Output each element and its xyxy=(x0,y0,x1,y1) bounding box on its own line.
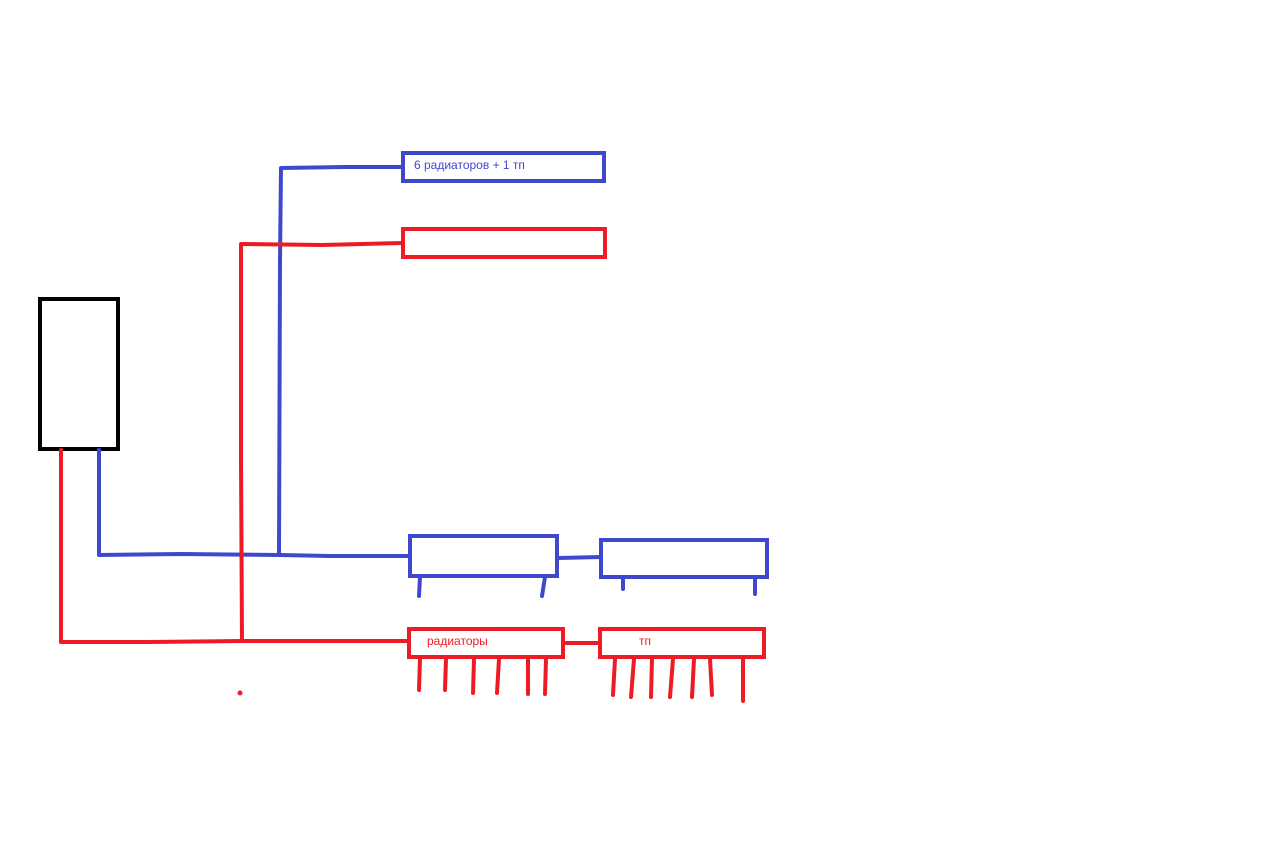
return-outlet xyxy=(540,575,547,598)
boiler-return-pipe xyxy=(97,448,412,558)
boiler-supply-pipe xyxy=(59,448,411,644)
floor-manifold-label: тп xyxy=(639,634,651,648)
upper-return-manifold xyxy=(401,151,606,183)
supply-pipes xyxy=(59,241,602,645)
return-outlet xyxy=(417,575,422,598)
radiator-outlet xyxy=(443,657,448,692)
floor-outlet xyxy=(611,657,617,697)
upper-return-riser xyxy=(277,165,405,557)
stray-dot xyxy=(237,690,243,696)
radiator-outlet xyxy=(495,657,501,695)
lower-return-link-pipe xyxy=(556,555,603,560)
return-outlets xyxy=(417,575,757,598)
boiler-box xyxy=(38,297,120,451)
floor-outlet xyxy=(708,657,714,697)
lower-supply-manifold-radiators xyxy=(407,627,565,659)
upper-supply-riser xyxy=(239,241,405,643)
upper-manifold-label: 6 радиаторов + 1 тп xyxy=(414,158,525,172)
return-pipes xyxy=(97,165,603,560)
lower-supply-manifold-floor xyxy=(598,627,766,659)
floor-outlet xyxy=(668,657,675,699)
upper-supply-manifold xyxy=(401,227,607,259)
radiators-manifold-label: радиаторы xyxy=(427,634,488,648)
floor-outlet xyxy=(629,657,636,699)
radiator-outlet xyxy=(417,657,422,692)
floor-outlet xyxy=(649,657,654,699)
lower-return-manifold-radiators xyxy=(408,534,559,578)
floor-supply-outlets xyxy=(611,657,745,703)
radiator-outlet xyxy=(471,657,476,695)
radiator-supply-outlets xyxy=(417,657,548,696)
radiator-outlet xyxy=(543,657,548,696)
lower-return-manifold-floor xyxy=(599,538,769,579)
floor-outlet xyxy=(690,657,696,699)
